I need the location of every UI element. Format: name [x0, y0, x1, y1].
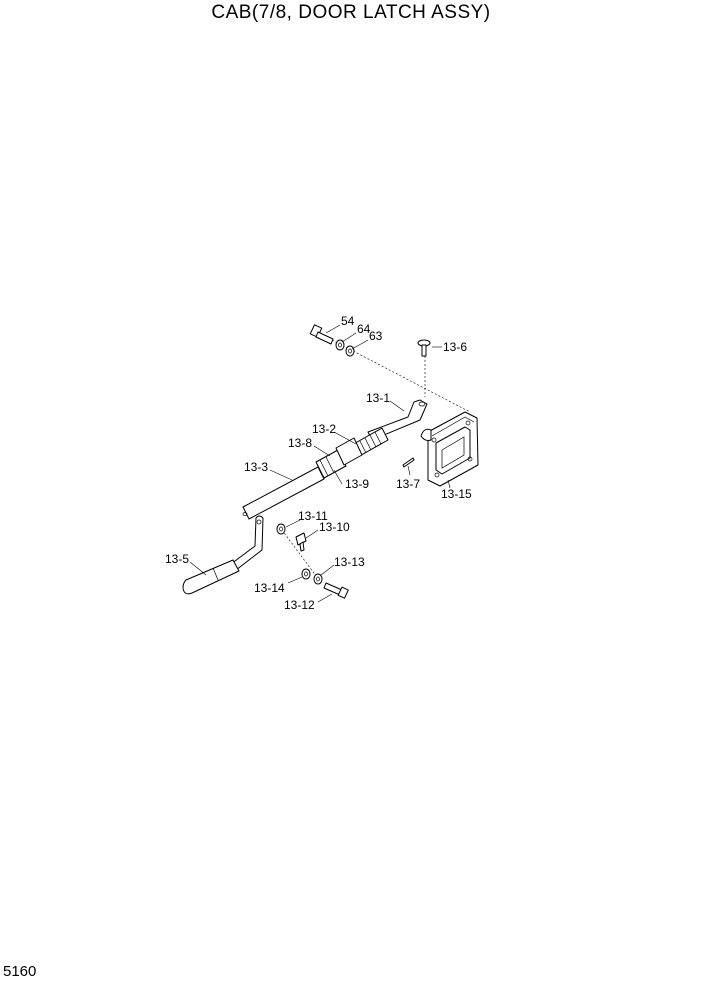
part-13-6-screw	[417, 339, 431, 357]
part-54-bolt	[309, 324, 334, 345]
part-13-3-connecting-rod	[242, 466, 325, 520]
callout-13-3: 13-3	[244, 460, 268, 474]
part-13-12-bolt	[323, 582, 349, 599]
callout-13-11: 13-11	[298, 509, 328, 523]
page-number: 5160	[3, 963, 37, 980]
callout-13-9: 13-9	[345, 477, 369, 491]
callout-13-5: 13-5	[165, 552, 189, 566]
callout-64: 64	[357, 322, 371, 336]
part-13-5-handle-lever	[182, 515, 264, 595]
leader-lines	[189, 324, 451, 603]
callout-13-1: 13-1	[366, 391, 390, 405]
callout-54: 54	[341, 314, 355, 328]
callout-13-6: 13-6	[443, 340, 467, 354]
callout-13-14: 13-14	[254, 581, 285, 595]
callout-13-2: 13-2	[312, 422, 336, 436]
callout-63: 63	[369, 329, 383, 343]
page-title: CAB(7/8, DOOR LATCH ASSY)	[211, 2, 491, 23]
part-63-nut	[345, 345, 355, 357]
part-64-washer	[335, 339, 345, 351]
callout-labels: 54 64 63 13-6 13-1 13-2 13-8 13-3 13-9 1…	[165, 314, 472, 612]
callout-13-8: 13-8	[288, 436, 312, 450]
callout-13-13: 13-13	[334, 555, 365, 569]
part-13-13-washer	[313, 573, 323, 585]
part-13-11-washer	[276, 523, 286, 535]
callout-13-7: 13-7	[396, 477, 420, 491]
part-13-7-pin	[402, 457, 415, 468]
callout-13-15: 13-15	[441, 487, 472, 501]
callout-13-12: 13-12	[284, 598, 315, 612]
part-13-15-latch-housing	[420, 411, 479, 487]
callout-13-10: 13-10	[319, 520, 350, 534]
part-13-14-washer	[301, 568, 311, 580]
part-13-9-coupling	[335, 437, 363, 466]
part-13-10-bolt	[295, 532, 307, 552]
